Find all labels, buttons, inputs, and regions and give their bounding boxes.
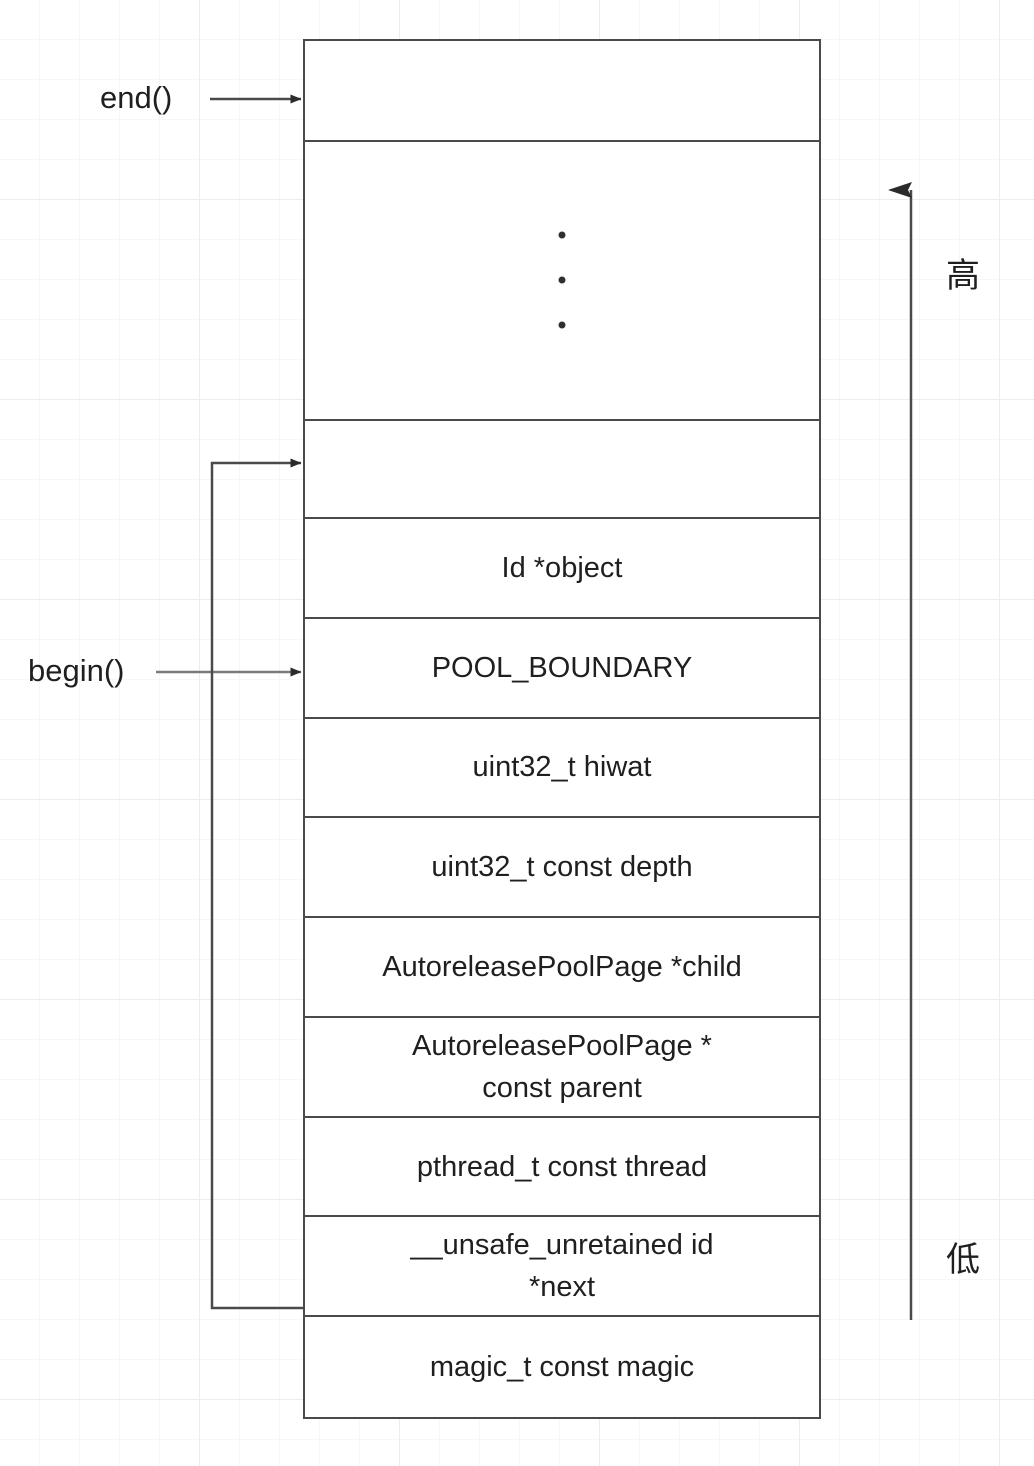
memory-row-hiwat: uint32_t hiwat — [305, 719, 819, 819]
memory-row-empty-slot — [305, 421, 819, 519]
memory-row-child: AutoreleasePoolPage *child — [305, 918, 819, 1018]
high-address-label: 高 — [946, 256, 980, 296]
memory-layout-box: Id *object POOL_BOUNDARY uint32_t hiwat … — [303, 39, 821, 1419]
memory-row-pool-boundary: POOL_BOUNDARY — [305, 619, 819, 719]
memory-row-depth: uint32_t const depth — [305, 818, 819, 919]
memory-row-parent: AutoreleasePoolPage *const parent — [305, 1018, 819, 1118]
memory-row-thread: pthread_t const thread — [305, 1118, 819, 1218]
memory-row-empty-top — [305, 41, 819, 142]
memory-row-next: __unsafe_unretained id*next — [305, 1217, 819, 1318]
vertical-ellipsis-icon — [558, 231, 566, 329]
memory-row-ellipsis-gap — [305, 142, 819, 422]
low-address-label: 低 — [946, 1240, 980, 1280]
memory-row-magic: magic_t const magic — [429, 1351, 695, 1384]
memory-row-object: Id *object — [305, 519, 819, 619]
begin-pointer-label: begin() — [28, 653, 125, 688]
next-pointer-connector — [210, 458, 303, 1310]
end-pointer-label: end() — [100, 80, 173, 115]
